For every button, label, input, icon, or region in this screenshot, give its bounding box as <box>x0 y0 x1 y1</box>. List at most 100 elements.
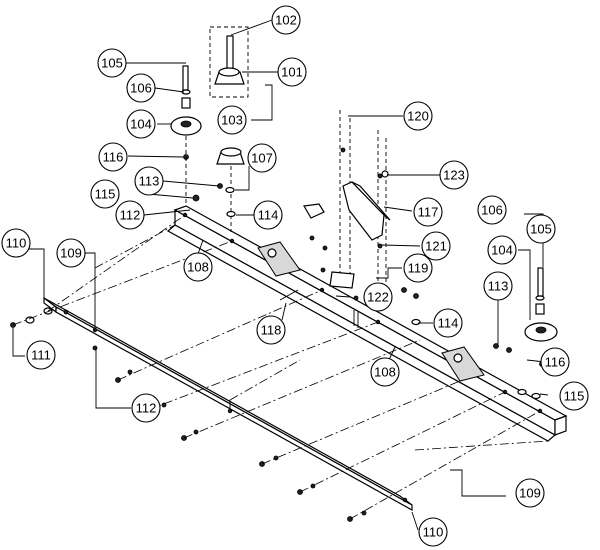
callout-circle <box>477 195 507 225</box>
callout-119: 119 <box>403 253 433 283</box>
callout-circle <box>56 238 86 268</box>
callout-number: 113 <box>139 174 160 189</box>
callout-number: 114 <box>438 316 459 331</box>
callout-number: 122 <box>367 290 389 305</box>
callout-circle <box>483 271 513 301</box>
callout-112: 112 <box>131 393 161 423</box>
callout-number: 104 <box>130 117 152 132</box>
callout-circle <box>403 253 433 283</box>
callout-circle <box>1 228 31 258</box>
callout-circle <box>403 101 433 131</box>
callout-number: 102 <box>275 13 297 28</box>
center-tower-assembly <box>279 110 391 305</box>
callout-circle <box>247 143 277 173</box>
callout-circle <box>26 340 56 370</box>
callout-circle <box>97 48 127 78</box>
callout-number: 118 <box>261 323 282 338</box>
callout-circle <box>183 252 213 282</box>
callout-number: 120 <box>407 109 429 124</box>
callout-circle <box>433 308 463 338</box>
callout-circle <box>217 105 247 135</box>
callout-105: 105 <box>97 48 127 78</box>
callout-circle <box>98 142 128 172</box>
callout-number: 105 <box>530 222 552 237</box>
callout-circle <box>256 315 286 345</box>
callout-108: 108 <box>183 252 213 282</box>
callout-122: 122 <box>363 282 393 312</box>
callout-number: 104 <box>491 243 513 258</box>
callout-circle <box>131 393 161 423</box>
callout-circle <box>418 517 448 547</box>
callout-circle <box>363 282 393 312</box>
callout-circle <box>126 73 156 103</box>
callout-101: 101 <box>277 57 307 87</box>
callout-number: 112 <box>136 401 157 416</box>
callout-number: 106 <box>130 81 152 96</box>
callout-number: 109 <box>519 486 541 501</box>
callout-112: 112 <box>115 200 145 230</box>
callout-number: 108 <box>187 260 209 275</box>
callout-circle <box>277 57 307 87</box>
callout-number: 121 <box>425 239 447 254</box>
callout-103: 103 <box>217 105 247 135</box>
leader-lines <box>12 19 549 531</box>
callout-111: 111 <box>26 340 56 370</box>
callout-number: 107 <box>251 151 273 166</box>
upper-left-assembly <box>170 26 249 232</box>
callout-113: 113 <box>134 166 164 196</box>
callout-circle <box>253 200 283 230</box>
callout-number: 109 <box>60 246 82 261</box>
callout-number: 116 <box>545 355 566 370</box>
callout-circle <box>271 5 301 35</box>
callout-circle <box>515 478 545 508</box>
callout-circle <box>421 231 451 261</box>
callout-102: 102 <box>271 5 301 35</box>
callout-circle <box>90 179 120 209</box>
callout-109: 109 <box>515 478 545 508</box>
callout-number: 112 <box>120 208 141 223</box>
callout-number: 101 <box>281 65 303 80</box>
bottom-plate <box>43 268 413 512</box>
callout-104: 104 <box>126 109 156 139</box>
callout-circle <box>439 160 469 190</box>
callout-116: 116 <box>98 142 128 172</box>
callout-110: 110 <box>418 517 448 547</box>
top-bracket-rail <box>166 205 568 442</box>
callout-circle <box>540 347 570 377</box>
callout-114: 114 <box>433 308 463 338</box>
callout-number: 123 <box>443 168 465 183</box>
left-fasteners <box>10 307 367 522</box>
callout-circle <box>526 214 556 244</box>
callout-number: 114 <box>258 208 279 223</box>
callout-106: 106 <box>477 195 507 225</box>
callout-121: 121 <box>421 231 451 261</box>
callout-number: 111 <box>31 348 51 363</box>
callout-number: 115 <box>564 389 585 404</box>
callout-circle <box>134 166 164 196</box>
callout-circle <box>370 357 400 387</box>
callout-113: 113 <box>483 271 513 301</box>
callout-number: 106 <box>481 203 503 218</box>
callout-116: 116 <box>540 347 570 377</box>
callout-number: 119 <box>408 261 429 276</box>
right-assembly <box>401 267 558 400</box>
callout-108: 108 <box>370 357 400 387</box>
callout-number: 103 <box>221 113 243 128</box>
callout-106: 106 <box>126 73 156 103</box>
callout-number: 105 <box>101 56 123 71</box>
callout-104: 104 <box>487 235 517 265</box>
callout-circle <box>559 381 589 411</box>
callout-118: 118 <box>256 315 286 345</box>
callout-115: 115 <box>559 381 589 411</box>
callout-107: 107 <box>247 143 277 173</box>
callout-number: 108 <box>374 365 396 380</box>
callout-120: 120 <box>403 101 433 131</box>
callout-circle <box>413 197 443 227</box>
callout-123: 123 <box>439 160 469 190</box>
callout-115: 115 <box>90 179 120 209</box>
callout-circle <box>115 200 145 230</box>
callout-circle <box>487 235 517 265</box>
callout-105: 105 <box>526 214 556 244</box>
